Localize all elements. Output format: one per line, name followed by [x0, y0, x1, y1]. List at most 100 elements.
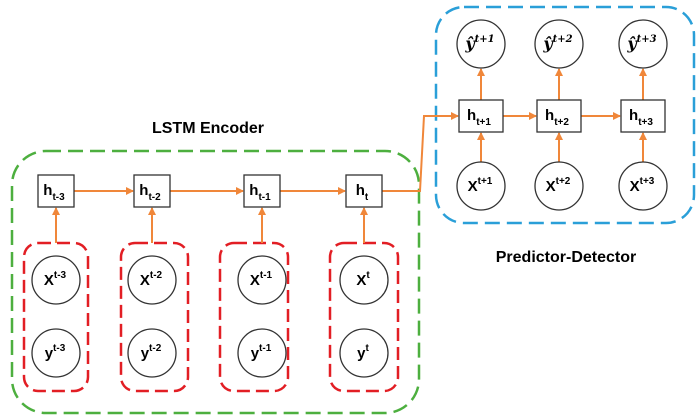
predictor-state-0-box — [458, 99, 504, 133]
predictor-state-0: ht+1 — [458, 99, 504, 133]
encoder-input-y-3-superscript: t — [366, 343, 370, 354]
predictor-state-2-label-subscript: t+3 — [638, 117, 653, 128]
encoder-input-y-1-circle — [127, 328, 177, 378]
encoder-input-y-3: yt — [339, 328, 389, 378]
predictor-output-0-circle — [456, 19, 506, 69]
encoder-input-x-2-circle — [237, 255, 287, 305]
encoder-input-y-2-label: yt-1 — [251, 343, 272, 362]
encoder-state-2: ht-1 — [243, 174, 281, 208]
predictor-output-1-superscript: t+2 — [553, 34, 573, 45]
encoder-state-1-label-base: h — [139, 182, 148, 199]
encoder-input-x-1-superscript: t-2 — [150, 270, 163, 281]
encoder-input-x-1-label: Xt-2 — [140, 270, 163, 289]
predictor-state-1-box — [536, 99, 582, 133]
encoder-input-y-2-superscript: t-1 — [259, 343, 272, 354]
encoder-state-1-label-subscript: t-2 — [148, 192, 161, 203]
encoder-to-predictor-arrow — [382, 112, 459, 192]
encoder-state-3-label-subscript: t — [365, 192, 369, 203]
input-group-frame — [22, 241, 90, 393]
encoder-input-x-3: Xt — [339, 255, 389, 305]
predictor-output-0-label: ŷt+1 — [464, 34, 494, 53]
predictor-output-2-base: ŷ — [626, 34, 638, 53]
encoder-state-3: ht — [345, 174, 383, 208]
encoder-frame — [10, 149, 421, 415]
encoder-input-x-3-base: X — [356, 272, 366, 289]
predictor-input-2-label: Xt+3 — [630, 176, 655, 195]
encoder-state-0-label-subscript: t-3 — [52, 192, 65, 203]
encoder-input-y-0-superscript: t-3 — [53, 343, 66, 354]
predictor-output-0-superscript: t+1 — [475, 34, 495, 45]
predictor-state-2-label: ht+3 — [629, 107, 653, 128]
encoder-input-y-1-superscript: t-2 — [149, 343, 162, 354]
encoder-input-x-2-base: X — [250, 272, 260, 289]
encoder-input-x-0: Xt-3 — [31, 255, 81, 305]
encoder-input-y-3-circle — [339, 328, 389, 378]
encoder-input-y-0-label: yt-3 — [45, 343, 66, 362]
encoder-input-y-1-base: y — [141, 345, 150, 362]
predictor-input-0: Xt+1 — [456, 161, 506, 211]
predictor-state-0-label-base: h — [467, 107, 476, 124]
predictor-input-0-base: X — [468, 178, 478, 195]
encoder-input-x-1-circle — [127, 255, 177, 305]
predictor-state-0-label: ht+1 — [467, 107, 491, 128]
encoder-state-0-label-base: h — [43, 182, 52, 199]
encoder-input-y-0-circle — [31, 328, 81, 378]
encoder-state-2-label-subscript: t-1 — [258, 192, 271, 203]
predictor-state-1: ht+2 — [536, 99, 582, 133]
predictor-output-0-base: ŷ — [464, 34, 476, 53]
predictor-output-2: ŷt+3 — [618, 19, 668, 69]
input-group-frame — [119, 241, 190, 393]
encoder-state-1-label: ht-2 — [139, 182, 161, 203]
encoder-state-1: ht-2 — [133, 174, 171, 208]
predictor-state-2-box — [620, 99, 666, 133]
predictor-output-2-label: ŷt+3 — [626, 34, 656, 53]
predictor-output-1: ŷt+2 — [534, 19, 584, 69]
input-group-frame — [218, 241, 290, 393]
predictor-input-1-label: Xt+2 — [546, 176, 571, 195]
encoder-state-3-label: ht — [356, 182, 369, 203]
predictor-state-1-label-base: h — [545, 107, 554, 124]
predictor-input-2-superscript: t+3 — [640, 176, 655, 187]
predictor-output-2-superscript: t+3 — [637, 34, 657, 45]
encoder-input-x-1: Xt-2 — [127, 255, 177, 305]
predictor-input-1-circle — [534, 161, 584, 211]
predictor-state-1-label-subscript: t+2 — [554, 117, 569, 128]
encoder-input-x-0-circle — [31, 255, 81, 305]
predictor-state-2-label-base: h — [629, 107, 638, 124]
predictor-title: Predictor-Detector — [496, 249, 636, 266]
predictor-input-0-superscript: t+1 — [478, 176, 493, 187]
encoder-state-1-box — [133, 174, 171, 208]
encoder-state-3-label-base: h — [356, 182, 365, 199]
predictor-state-1-label: ht+2 — [545, 107, 569, 128]
encoder-state-0: ht-3 — [37, 174, 75, 208]
encoder-input-y-2-base: y — [251, 345, 260, 362]
predictor-state-0-label-subscript: t+1 — [476, 117, 491, 128]
encoder-input-x-0-base: X — [44, 272, 54, 289]
predictor-output-1-circle — [534, 19, 584, 69]
encoder-state-2-label: ht-1 — [249, 182, 271, 203]
encoder-input-y-3-label: yt — [357, 343, 369, 362]
predictor-output-0: ŷt+1 — [456, 19, 506, 69]
encoder-state-3-box — [345, 174, 383, 208]
encoder-input-y-0-base: y — [45, 345, 54, 362]
predictor-input-1: Xt+2 — [534, 161, 584, 211]
predictor-output-1-label: ŷt+2 — [542, 34, 572, 53]
predictor-input-2-base: X — [630, 178, 640, 195]
encoder-input-y-1: yt-2 — [127, 328, 177, 378]
encoder-input-x-2: Xt-1 — [237, 255, 287, 305]
encoder-state-0-box — [37, 174, 75, 208]
predictor-input-0-circle — [456, 161, 506, 211]
encoder-state-2-label-base: h — [249, 182, 258, 199]
encoder-input-x-0-label: Xt-3 — [44, 270, 67, 289]
encoder-input-x-3-circle — [339, 255, 389, 305]
encoder-input-y-1-label: yt-2 — [141, 343, 162, 362]
encoder-input-x-3-label: Xt — [356, 270, 370, 289]
predictor-input-2-circle — [618, 161, 668, 211]
predictor-state-2: ht+3 — [620, 99, 666, 133]
predictor-output-1-base: ŷ — [542, 34, 554, 53]
encoder-input-y-3-base: y — [357, 345, 366, 362]
predictor-output-2-circle — [618, 19, 668, 69]
encoder-input-x-0-superscript: t-3 — [54, 270, 67, 281]
encoder-input-x-1-base: X — [140, 272, 150, 289]
